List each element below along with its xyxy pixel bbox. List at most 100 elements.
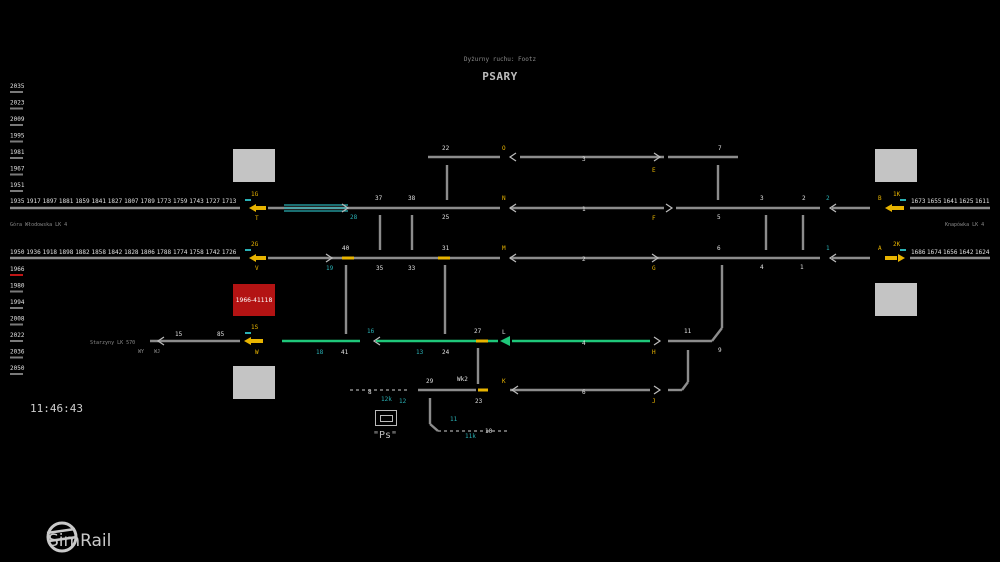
signal-marker xyxy=(245,332,251,334)
train-number: 1726 xyxy=(222,249,237,256)
signal-marker xyxy=(245,249,251,251)
train-number: 1842 xyxy=(108,249,123,256)
train-number: 1806 xyxy=(140,249,155,256)
control-panel-right-top[interactable] xyxy=(875,149,917,182)
signal-L-arrow[interactable] xyxy=(500,336,510,346)
simrail-logo-icon xyxy=(46,521,78,553)
track-number: 4 xyxy=(582,340,586,347)
switch-number: 6 xyxy=(717,245,721,252)
signal-label: L xyxy=(502,329,506,336)
train-number: 1967 xyxy=(10,166,25,173)
track-4-route xyxy=(150,265,724,343)
switch-number: 29 xyxy=(426,378,434,385)
control-panel-left-top[interactable] xyxy=(233,149,275,182)
switch-number: 19 xyxy=(326,265,334,272)
train-number: 1935 xyxy=(10,198,25,205)
switch-number: 1 xyxy=(800,264,804,271)
train-block-bar xyxy=(10,190,23,192)
switch-number: Wk2 xyxy=(457,376,468,383)
train-number: 1641 xyxy=(943,198,958,205)
train-number: 1611 xyxy=(975,198,990,205)
train-number: 2036 xyxy=(10,349,25,356)
train-number: 1994 xyxy=(10,299,25,306)
switch-number: 24 xyxy=(442,349,450,356)
switch-number: 12k xyxy=(381,396,392,403)
train-number: 2008 xyxy=(10,316,25,323)
switch-number: 31 xyxy=(442,245,450,252)
train-number: 1841 xyxy=(92,198,107,205)
control-panel-left-bottom[interactable] xyxy=(233,366,275,399)
train-number: 1674 xyxy=(927,249,942,256)
switch-number: 85 xyxy=(217,331,225,338)
switch-number: 41 xyxy=(341,349,349,356)
signal-label: 2G xyxy=(251,241,259,248)
direction-arrow-icon xyxy=(651,253,660,263)
direction-arrow-icon xyxy=(653,152,662,162)
train-number: 1727 xyxy=(206,198,221,205)
switch-number: 37 xyxy=(375,195,383,202)
track-number: 1 xyxy=(582,206,586,213)
track-6 xyxy=(350,348,690,432)
left-train-number-list: 2035202320091995198119671951196619801994… xyxy=(10,83,25,375)
direction-arrow-icon xyxy=(665,203,674,213)
track-number: 2 xyxy=(582,256,586,263)
block-alarm-panel[interactable]: 1966-41118 xyxy=(233,284,275,316)
train-number: 1742 xyxy=(206,249,221,256)
train-number: 1827 xyxy=(108,198,123,205)
track-number: 3 xyxy=(582,156,586,163)
switch-number: 8 xyxy=(368,389,372,396)
track-number: 6 xyxy=(582,389,586,396)
ps-signal-box[interactable] xyxy=(375,410,397,426)
switch-number: 7 xyxy=(718,145,722,152)
train-number: 2035 xyxy=(10,83,25,90)
signal-1S-arrow[interactable] xyxy=(244,337,251,345)
signal-1K-arrow[interactable] xyxy=(885,204,892,212)
signal-label: F xyxy=(652,215,656,222)
signal-marker xyxy=(245,199,251,201)
signal-label: N xyxy=(502,195,506,202)
train-block-bar xyxy=(10,157,23,159)
switch-number: 11 xyxy=(450,416,458,423)
train-block-bar xyxy=(10,340,23,342)
switch-number: WJ xyxy=(154,349,160,355)
switch-number: 38 xyxy=(408,195,416,202)
crossovers xyxy=(378,215,805,250)
switch-number: 33 xyxy=(408,265,416,272)
direction-label: Starzyny LK 570 xyxy=(90,340,135,346)
train-number: 1788 xyxy=(157,249,172,256)
train-number: 1789 xyxy=(140,198,155,205)
ps-signal-inner-icon xyxy=(380,415,393,422)
train-block-bar xyxy=(10,307,23,309)
signal-1G-arrow[interactable] xyxy=(249,204,256,212)
signal-2K-arrow[interactable] xyxy=(898,254,905,262)
signal-label: B xyxy=(878,195,882,202)
train-block-bar xyxy=(10,290,23,293)
switch-number: 27 xyxy=(474,328,482,335)
switch-number: 2 xyxy=(802,195,806,202)
signal-label: J xyxy=(652,398,656,405)
direction-arrow-icon xyxy=(828,253,837,263)
train-number: 1807 xyxy=(124,198,139,205)
train-block-bar xyxy=(10,140,23,143)
control-panel-right-bottom[interactable] xyxy=(875,283,917,316)
train-block-bar xyxy=(10,124,23,126)
switch-number: 35 xyxy=(376,265,384,272)
train-number: 1995 xyxy=(10,133,25,140)
signal-label: E xyxy=(652,167,656,174)
train-number: 2050 xyxy=(10,365,25,372)
station-name: PSARY xyxy=(482,70,518,83)
switch-number: 40 xyxy=(342,245,350,252)
train-block-bar xyxy=(10,274,23,276)
train-number: 2022 xyxy=(10,332,25,339)
switch-number: 15 xyxy=(175,331,183,338)
signal-2G-arrow[interactable] xyxy=(249,254,256,262)
direction-label: Knapówka LK 4 xyxy=(945,221,984,228)
signal-label: H xyxy=(652,349,656,356)
direction-label: Góra Włodowska LK 4 xyxy=(10,221,67,228)
switch-number: 12 xyxy=(399,398,407,405)
train-number: 1828 xyxy=(124,249,139,256)
train-number: 2023 xyxy=(10,100,25,107)
train-number: 1918 xyxy=(43,249,58,256)
train-number: 1897 xyxy=(43,198,58,205)
train-number: 1859 xyxy=(75,198,90,205)
